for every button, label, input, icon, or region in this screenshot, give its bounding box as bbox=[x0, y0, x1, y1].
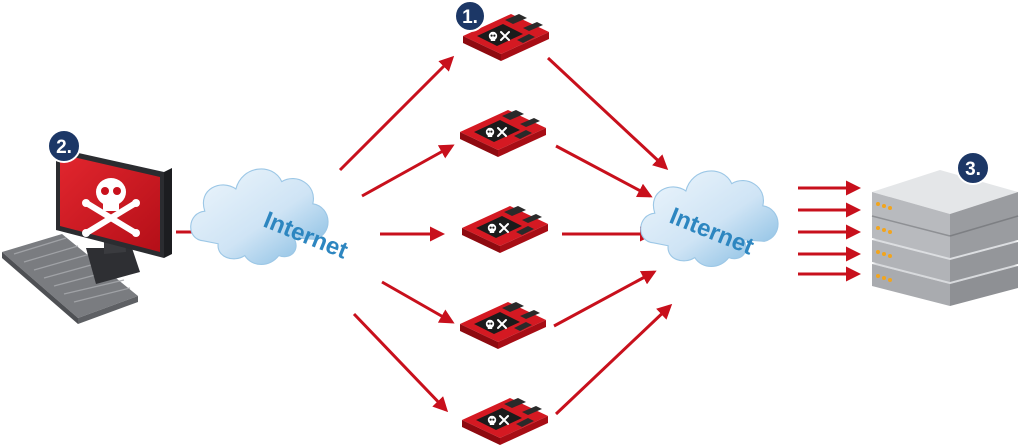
bot-device-3 bbox=[461, 205, 549, 254]
attacker-computer: 2. bbox=[2, 129, 172, 324]
arrows-internet-to-server bbox=[798, 180, 861, 282]
infected-circuit-board-icon bbox=[459, 301, 547, 350]
bot-device-1: 1. bbox=[454, 0, 550, 62]
infected-circuit-board-icon bbox=[459, 109, 547, 158]
server-stack-icon bbox=[871, 170, 1019, 306]
badge-bot: 1. bbox=[454, 0, 486, 32]
infected-circuit-board-icon bbox=[461, 205, 549, 254]
internet-cloud-right: Internet bbox=[640, 170, 779, 268]
badge-server: 3. bbox=[956, 151, 990, 185]
target-server: 3. bbox=[871, 151, 1019, 306]
arrows-bots-to-internet bbox=[546, 56, 673, 416]
computer-with-skull-icon bbox=[2, 148, 172, 324]
svg-text:2.: 2. bbox=[56, 137, 72, 158]
bot-device-2 bbox=[459, 109, 547, 158]
bot-device-5 bbox=[461, 397, 549, 446]
svg-text:1.: 1. bbox=[462, 7, 478, 28]
arrows-internet-to-bots bbox=[338, 55, 455, 413]
internet-cloud-left: Internet bbox=[190, 168, 351, 266]
svg-text:3.: 3. bbox=[965, 159, 981, 180]
bot-device-4 bbox=[459, 301, 547, 350]
infected-circuit-board-icon bbox=[461, 397, 549, 446]
badge-attacker: 2. bbox=[47, 129, 81, 163]
